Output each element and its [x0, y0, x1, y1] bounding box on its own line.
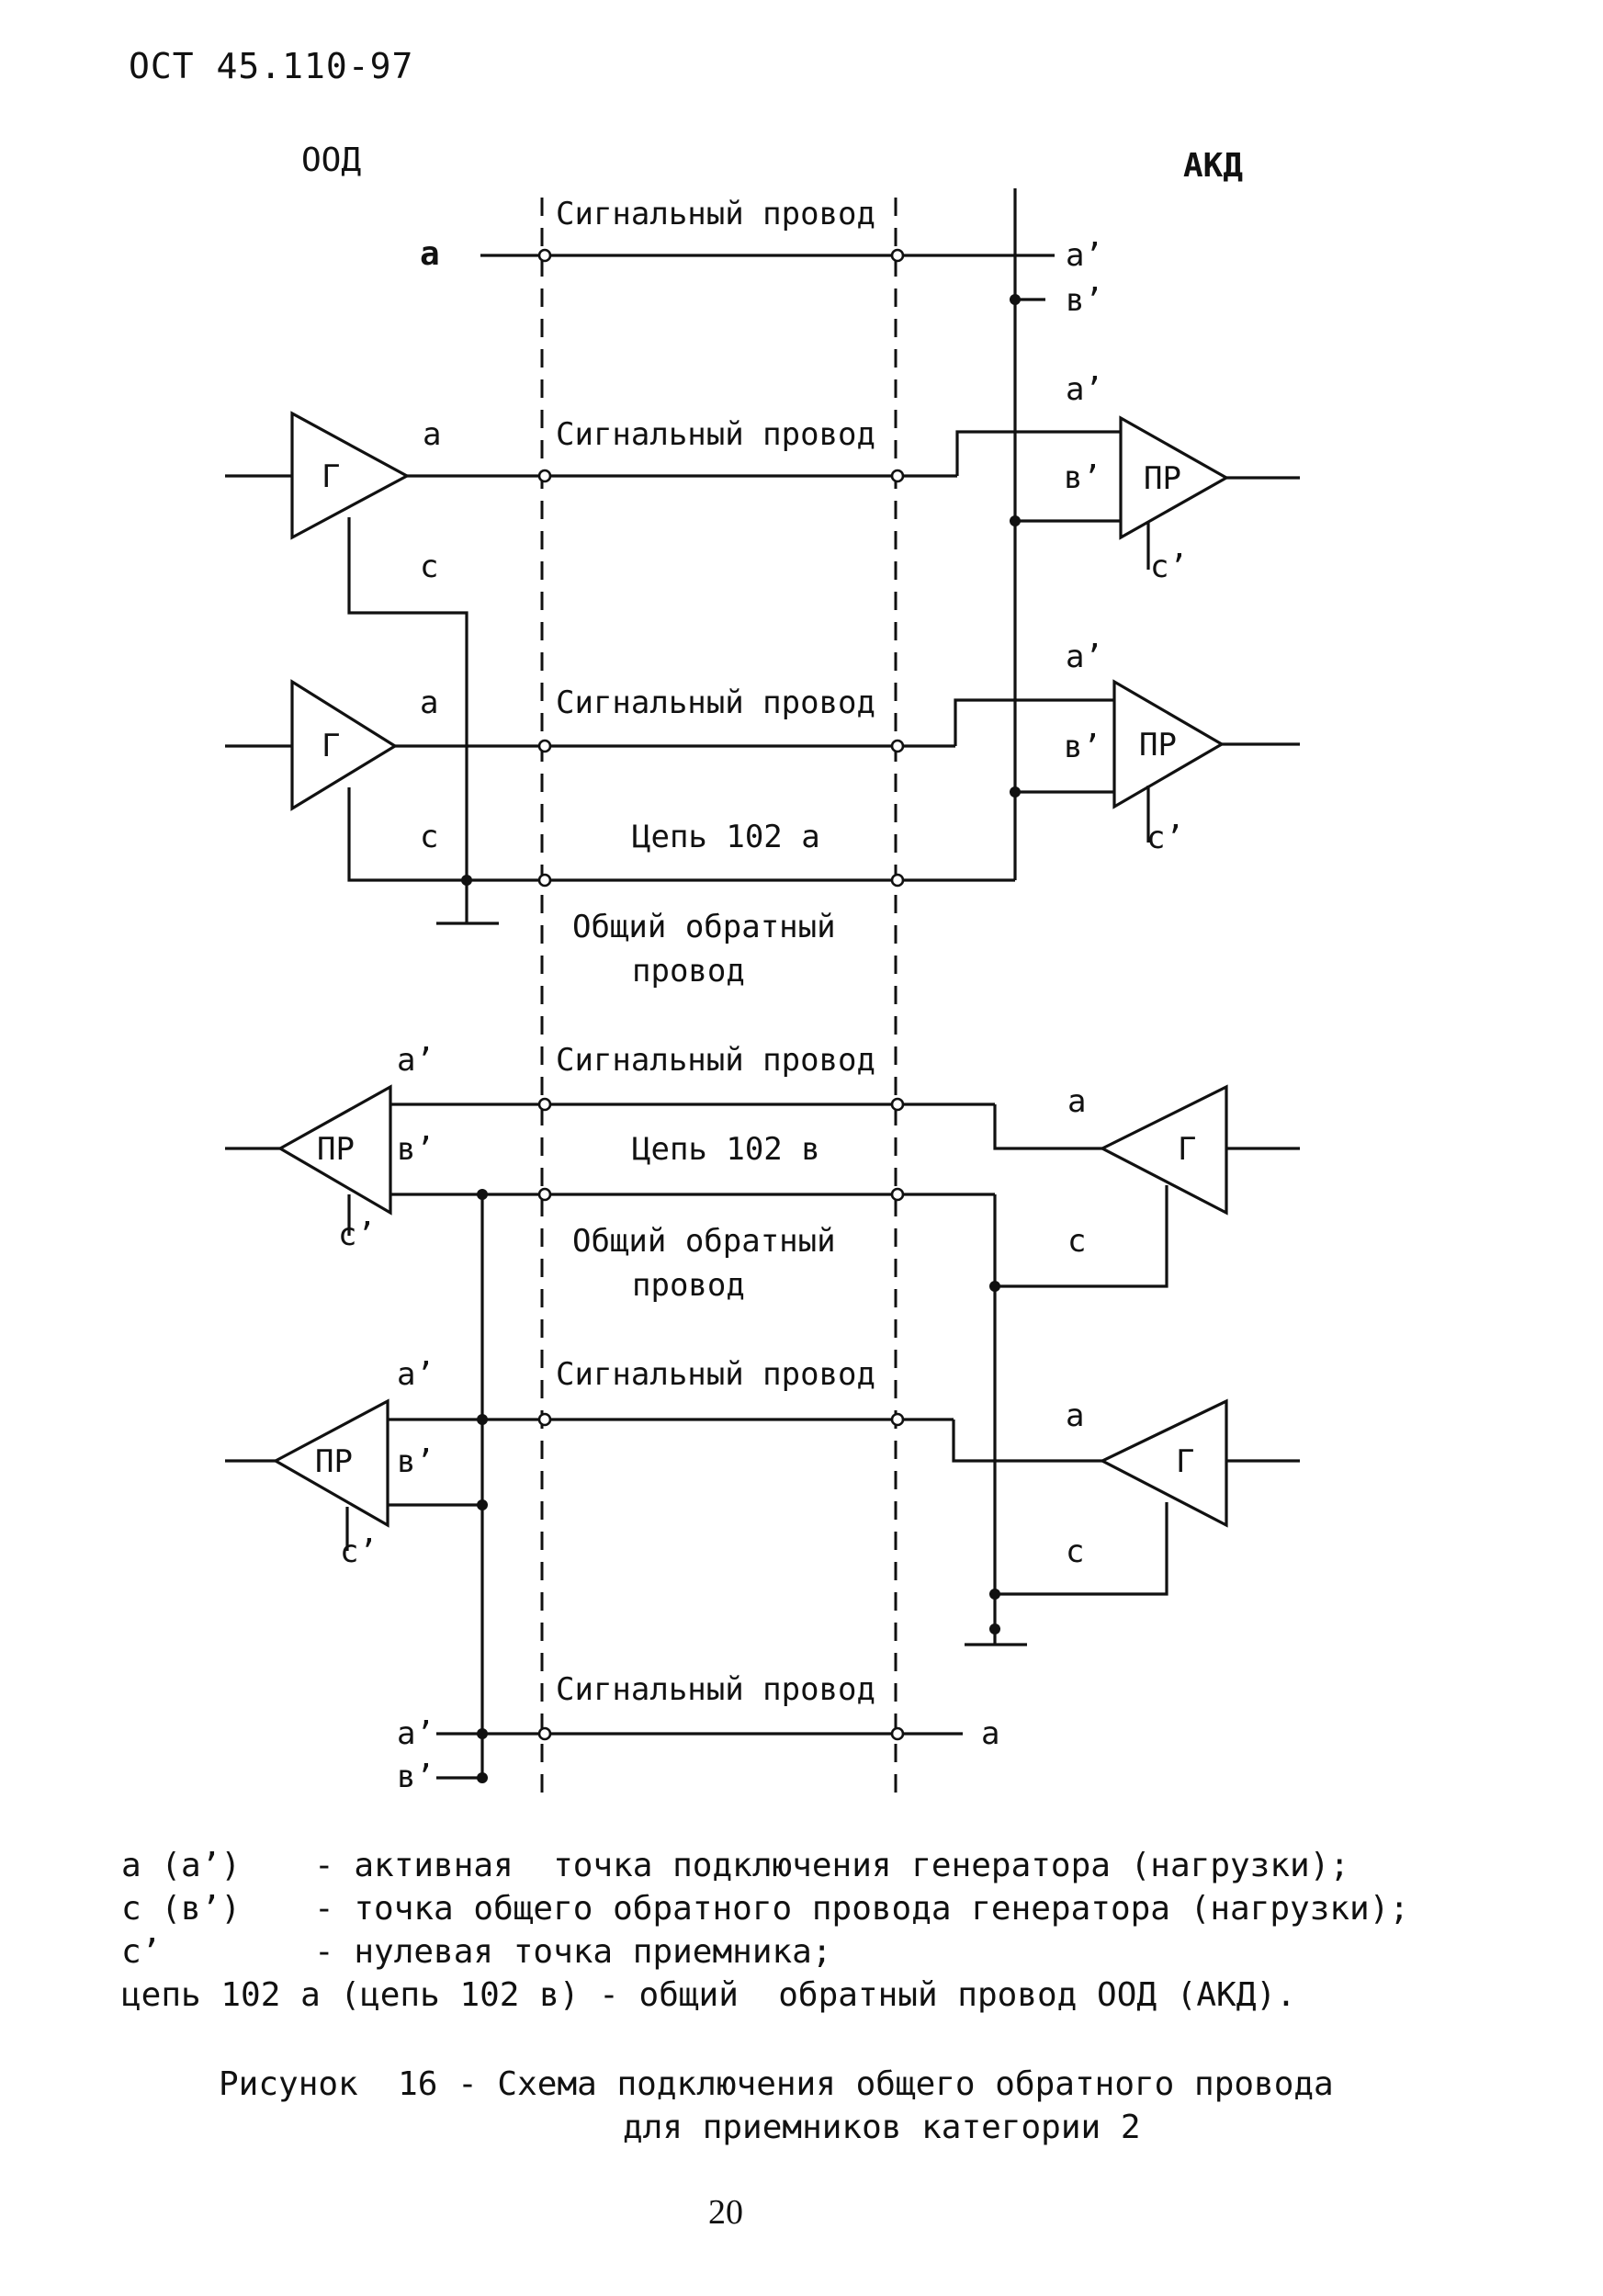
terminal-a-prime: а’	[1066, 237, 1103, 274]
legend: а (а’) - активная точка подключения генер…	[121, 1844, 1409, 2017]
legend-term: с (в’)	[121, 1890, 242, 1928]
page-number: 20	[708, 2193, 743, 2232]
terminal-a-prime: а’	[397, 1356, 435, 1393]
receiver-3-label: ПР	[317, 1131, 355, 1168]
caption-line-2: для приемников категории 2	[623, 2109, 1141, 2146]
terminal-c: с	[420, 819, 438, 855]
generator-1-label: Г	[322, 458, 340, 495]
terminal-b-prime: в’	[397, 1443, 435, 1480]
legend-note: цепь 102 а (цепь 102 в) - общий обратный…	[121, 1976, 1296, 2014]
terminal-a: а	[423, 416, 441, 453]
legend-item: а (а’) - активная точка подключения генер…	[121, 1844, 1409, 1887]
generator-2	[290, 679, 399, 811]
receiver-2-label: ПР	[1139, 727, 1177, 763]
generator-4	[1099, 1398, 1228, 1528]
terminal-b-prime: в’	[397, 1131, 435, 1168]
terminal-c: с	[1066, 1533, 1084, 1570]
legend-description: - точка общего обратного провода генерат…	[314, 1890, 1410, 1928]
terminal-a: а	[1066, 1397, 1084, 1434]
generator-2-label: Г	[322, 728, 340, 764]
signal-wire-label: Сигнальный провод	[556, 1671, 875, 1708]
header-dte: ООД	[301, 141, 361, 179]
signal-wire-label: Сигнальный провод	[556, 684, 875, 721]
terminal-c: с	[1067, 1223, 1086, 1260]
terminal-a: а	[981, 1715, 999, 1752]
terminal-c-prime: с’	[338, 1216, 376, 1253]
generator-3-label: Г	[1178, 1131, 1196, 1168]
document-code: ОСТ 45.110-97	[129, 46, 414, 86]
terminal-b-prime: в’	[1064, 459, 1101, 496]
receiver-4	[272, 1398, 389, 1528]
legend-term: а (а’)	[121, 1847, 242, 1884]
header-dce: АКД	[1183, 147, 1243, 185]
legend-description: - активная точка подключения генератора …	[314, 1847, 1350, 1884]
terminal-c-prime: с’	[1150, 549, 1188, 585]
legend-item: с (в’) - точка общего обратного провода г…	[121, 1887, 1409, 1930]
caption-line-1: Рисунок 16 - Схема подключения общего об…	[219, 2065, 1334, 2103]
legend-description: - нулевая точка приемника;	[314, 1933, 832, 1971]
receiver-2	[1112, 679, 1225, 809]
signal-wire-label: Сигнальный провод	[556, 1042, 875, 1079]
terminal-c: с	[420, 549, 438, 585]
terminal-a-prime: а’	[1066, 639, 1103, 675]
receiver-3	[277, 1084, 392, 1216]
common-return-label-line1: Общий обратный	[572, 909, 836, 945]
common-return-label-line2: провод	[632, 953, 745, 990]
terminal-a: а	[420, 235, 440, 273]
signal-wire-label: Сигнальный провод	[556, 1356, 875, 1393]
legend-term: с’	[121, 1933, 162, 1971]
terminal-a-prime: а’	[397, 1715, 435, 1752]
terminal-b-prime: в’	[1066, 282, 1103, 319]
figure-caption: Рисунок 16 - Схема подключения общего об…	[219, 2063, 1334, 2149]
terminal-a-prime: а’	[397, 1042, 435, 1079]
legend-item: с’ - нулевая точка приемника;	[121, 1930, 1409, 1974]
signal-wire-label: Сигнальный провод	[556, 416, 875, 453]
receiver-1	[1119, 415, 1230, 540]
generator-3	[1099, 1084, 1228, 1216]
common-return-label-line2: провод	[632, 1267, 745, 1304]
common-return-label-line1: Общий обратный	[572, 1223, 836, 1260]
terminal-b-prime: в’	[1064, 729, 1101, 765]
terminal-a: а	[420, 684, 438, 721]
receiver-1-label: ПР	[1144, 460, 1181, 497]
terminal-a: а	[1067, 1083, 1086, 1120]
terminal-a-prime: а’	[1066, 371, 1103, 408]
generator-4-label: Г	[1176, 1443, 1194, 1480]
terminal-c-prime: с’	[340, 1533, 378, 1570]
circuit-102b-label: Цепь 102 в	[632, 1131, 820, 1168]
terminal-b-prime: в’	[397, 1759, 435, 1795]
circuit-102a-label: Цепь 102 а	[632, 819, 820, 855]
receiver-4-label: ПР	[315, 1443, 353, 1480]
signal-wire-label: Сигнальный провод	[556, 196, 875, 232]
terminal-c-prime: с’	[1146, 820, 1184, 856]
